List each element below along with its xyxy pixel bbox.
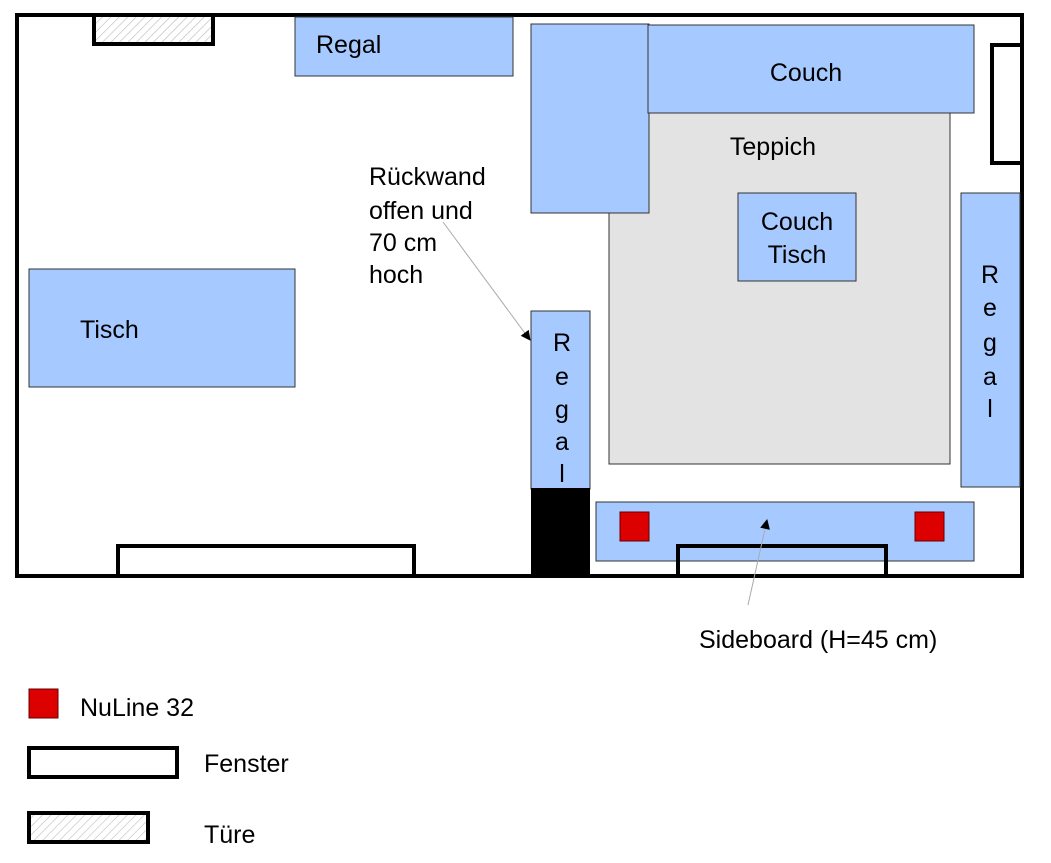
sideboard xyxy=(595,501,975,562)
door-icon xyxy=(27,811,150,844)
svg-text:e: e xyxy=(555,363,569,391)
shelf-middle-label: R e g a l xyxy=(553,329,571,488)
legend-door-label: Türe xyxy=(204,821,255,849)
svg-text:a: a xyxy=(983,363,997,391)
shelf-top-label: Regal xyxy=(316,31,381,59)
svg-text:R: R xyxy=(553,329,571,357)
shelf-top xyxy=(294,16,514,77)
couch-label: Couch xyxy=(770,59,842,87)
rug-label: Teppich xyxy=(730,133,816,161)
table xyxy=(28,268,296,388)
annotation-rueckwand: Rückwand offen und 70 cm hoch xyxy=(369,163,486,289)
door-top xyxy=(92,13,215,46)
rug xyxy=(608,112,951,465)
speaker-right xyxy=(914,511,945,542)
legend-item-door: Türe xyxy=(27,811,255,849)
legend-item-speaker: NuLine 32 xyxy=(28,688,194,722)
legend: NuLine 32 Fenster Türe xyxy=(27,688,289,849)
shelf-right xyxy=(960,192,1021,488)
svg-text:l: l xyxy=(559,460,565,488)
svg-text:g: g xyxy=(983,329,997,357)
svg-text:e: e xyxy=(983,294,997,322)
svg-text:70 cm: 70 cm xyxy=(369,229,437,257)
speaker-left xyxy=(619,511,650,542)
window-bottom-left xyxy=(116,544,416,578)
annotation-rueckwand-arrow xyxy=(442,221,531,341)
shelf-middle xyxy=(530,310,591,490)
window-bottom-right-lower xyxy=(680,562,884,574)
coffee-table-label-1: Couch xyxy=(761,208,833,236)
window-icon xyxy=(27,746,179,779)
svg-text:a: a xyxy=(555,428,569,456)
couch-corner xyxy=(530,23,650,214)
legend-item-window: Fenster xyxy=(27,746,289,779)
annotation-sideboard: Sideboard (H=45 cm) xyxy=(699,626,937,654)
shelf-middle-wall xyxy=(531,488,590,576)
window-right xyxy=(990,43,1024,165)
coffee-table xyxy=(737,192,857,282)
svg-text:R: R xyxy=(981,261,999,289)
svg-text:g: g xyxy=(555,396,569,424)
legend-speaker-label: NuLine 32 xyxy=(80,694,194,722)
legend-window-label: Fenster xyxy=(204,750,289,778)
couch xyxy=(647,24,975,114)
coffee-table-label-2: Tisch xyxy=(768,241,827,269)
svg-text:Rückwand: Rückwand xyxy=(369,163,486,191)
svg-text:hoch: hoch xyxy=(369,261,423,289)
speaker-icon xyxy=(28,688,59,719)
svg-text:offen und: offen und xyxy=(369,197,473,225)
window-bottom-right xyxy=(676,544,888,576)
svg-text:l: l xyxy=(987,395,993,423)
shelf-right-label: R e g a l xyxy=(981,261,999,423)
table-label: Tisch xyxy=(80,316,139,344)
annotation-sideboard-arrow xyxy=(747,519,770,606)
